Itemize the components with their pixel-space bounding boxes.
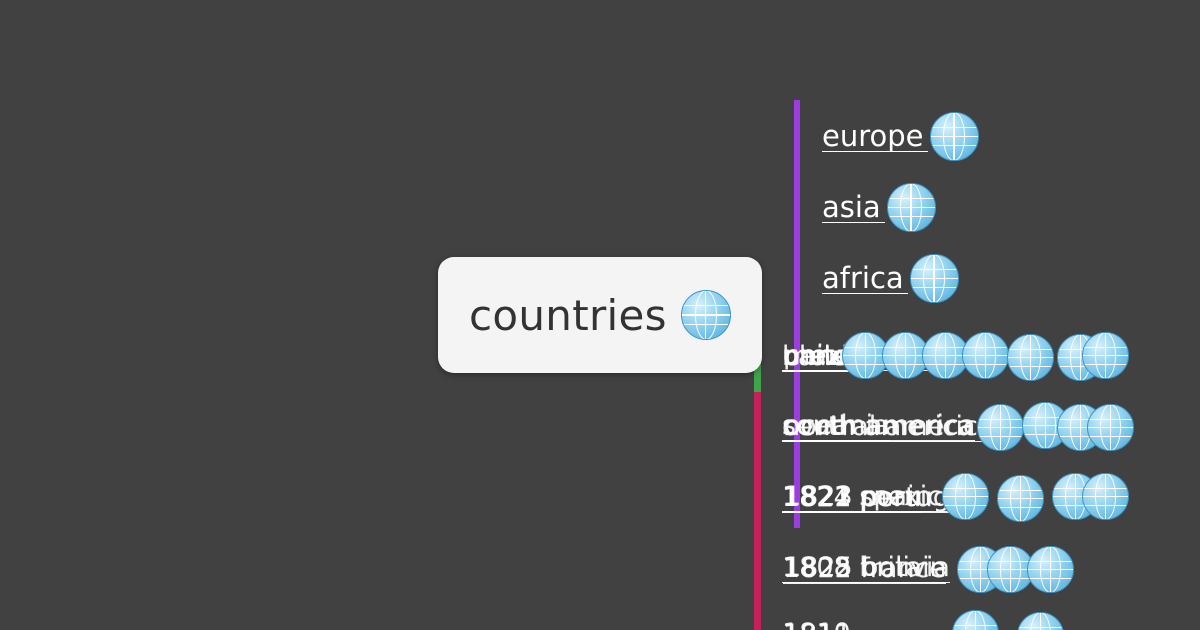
globe-icon (886, 183, 936, 232)
globe-icon (909, 254, 959, 303)
leaf-node[interactable]: chile (784, 343, 848, 372)
globe-icon (1082, 473, 1129, 520)
leaf-node[interactable]: 1811 (783, 621, 852, 630)
leaf-label: 1825 bolivia (784, 552, 950, 583)
globe-icon (680, 290, 731, 340)
continents-branch-bar (794, 100, 800, 528)
leaf-label: 1823 mexico (784, 481, 959, 512)
globe-icon (882, 332, 929, 379)
node-africa[interactable]: africa (822, 254, 959, 303)
node-europe[interactable]: europe (822, 112, 979, 161)
leaf-label: oceania (784, 410, 890, 441)
leaf-label: 1822 france (783, 553, 947, 584)
green-branch-bar (754, 362, 761, 392)
leaf-label: south america (782, 410, 976, 441)
node-label: europe (822, 121, 928, 152)
leaf-node[interactable]: peru (783, 342, 845, 371)
globe-icon (842, 332, 889, 379)
globe-icon (952, 610, 999, 630)
leaf-node[interactable]: 1810 (782, 620, 851, 630)
globe-icon (1017, 612, 1064, 630)
globe-icon (987, 546, 1034, 593)
globe-icon (942, 473, 989, 520)
globe-icon (1007, 334, 1054, 381)
leaf-label: central america (782, 411, 995, 442)
globe-icon (997, 475, 1044, 522)
leaf-node[interactable]: 1822 france (783, 553, 947, 584)
globe-icon (929, 112, 979, 161)
globe-icon (977, 404, 1024, 451)
leaf-node[interactable]: oceania (784, 412, 890, 441)
leaf-label: 1810 (782, 620, 851, 630)
node-asia[interactable]: asia (822, 183, 936, 232)
crimson-branch-bar (754, 392, 761, 630)
leaf-label: chile (784, 341, 848, 372)
leaf-node[interactable]: north america (783, 411, 974, 442)
node-label: africa (822, 263, 908, 294)
node-label: asia (822, 192, 885, 223)
root-label: countries (469, 290, 667, 340)
globe-icon (962, 332, 1009, 379)
leaf-node[interactable]: 1824 peru (782, 482, 922, 513)
leaf-node[interactable]: 1823 mexico (784, 483, 959, 512)
leaf-label: north america (783, 411, 974, 442)
root-node[interactable]: countries (438, 257, 762, 373)
leaf-node[interactable]: south america (782, 410, 976, 441)
globe-icon (1027, 546, 1074, 593)
leaf-node[interactable]: 1825 bolivia (784, 554, 950, 583)
globe-icon (1087, 404, 1134, 451)
globe-icon (1082, 332, 1129, 379)
leaf-label: peru (783, 340, 845, 371)
leaf-node[interactable]: central america (782, 411, 995, 442)
leaf-label: 1811 (783, 621, 852, 630)
leaf-label: 1824 peru (782, 482, 922, 513)
